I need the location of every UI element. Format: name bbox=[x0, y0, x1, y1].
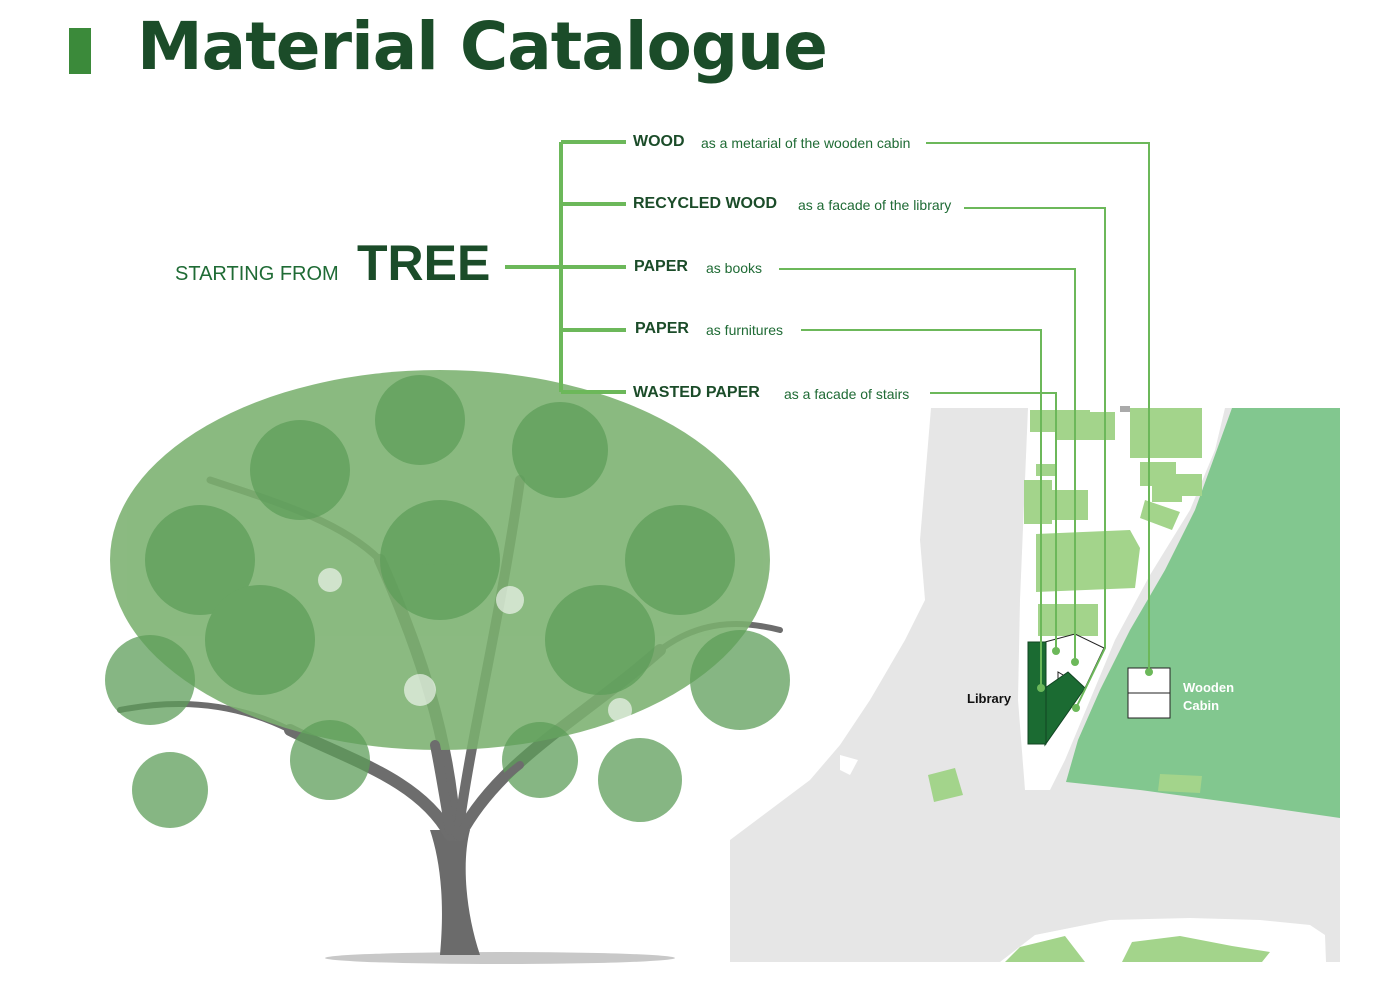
site-map bbox=[730, 406, 1340, 962]
tree-illustration bbox=[105, 370, 790, 964]
material-use-paper-books: as books bbox=[706, 260, 763, 276]
marker bbox=[1120, 406, 1130, 412]
wooden-cabin bbox=[1127, 667, 1171, 719]
material-use-wood: as a metarial of the wooden cabin bbox=[701, 135, 911, 151]
buildings bbox=[928, 408, 1270, 962]
material-name-paper-books: PAPER bbox=[634, 258, 688, 275]
lot-small bbox=[840, 755, 858, 775]
wooden-cabin-label-line1: Wooden bbox=[1183, 680, 1235, 695]
material-name-wood: WOOD bbox=[633, 133, 685, 150]
connector-lines bbox=[779, 142, 1150, 709]
starting-from-label: STARTING FROM bbox=[175, 263, 339, 285]
material-use-recycled-wood: as a facade of the library bbox=[798, 197, 952, 213]
wooden-cabin-label-line2: Cabin bbox=[1183, 698, 1220, 713]
material-name-wasted-paper: WASTED PAPER bbox=[633, 384, 760, 401]
lot-west bbox=[730, 408, 931, 840]
tree-heading: TREE bbox=[357, 235, 491, 291]
material-use-paper-furnitures: as furnitures bbox=[706, 322, 784, 338]
page-title: Material Catalogue bbox=[137, 8, 828, 85]
material-use-wasted-paper: as a facade of stairs bbox=[784, 386, 910, 402]
tree-bracket bbox=[505, 140, 626, 394]
connector-dots bbox=[1037, 647, 1153, 712]
title-accent-bar bbox=[69, 28, 91, 74]
library-label: Library bbox=[967, 691, 1012, 706]
material-name-paper-furnitures: PAPER bbox=[635, 320, 689, 337]
material-name-recycled-wood: RECYCLED WOOD bbox=[633, 195, 777, 212]
